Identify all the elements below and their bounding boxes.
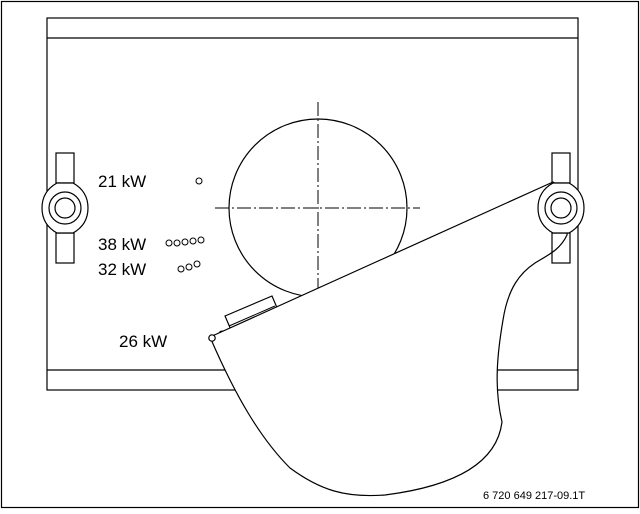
label-32kw: 32 kW <box>98 260 146 279</box>
hole-38kw-3 <box>181 238 189 246</box>
right-nut-hole <box>550 197 572 219</box>
label-26kw: 26 kW <box>119 332 167 351</box>
label-21kw: 21 kW <box>98 172 146 191</box>
hole-32kw-2 <box>185 263 193 271</box>
hole-32kw-3 <box>193 260 201 268</box>
right-nut-body <box>537 182 585 234</box>
left-wing-nut <box>41 152 89 264</box>
jet-holes <box>165 177 226 338</box>
hole-38kw-4 <box>189 237 197 245</box>
hole-38kw-1 <box>165 239 173 247</box>
right-wing-nut <box>537 152 585 264</box>
hole-38kw-5 <box>197 236 205 244</box>
left-clamp-top <box>55 152 75 184</box>
clip-inner-line <box>228 305 276 327</box>
left-clamp-bottom <box>55 232 75 264</box>
right-nut-ring <box>544 191 578 225</box>
hole-32kw-1 <box>177 265 185 273</box>
hole-38kw-2 <box>173 239 181 247</box>
left-nut-hole <box>54 197 76 219</box>
left-nut-ring <box>48 191 82 225</box>
hole-21kw <box>195 177 203 185</box>
left-nut-body <box>41 182 89 234</box>
baffle-plate <box>209 181 569 497</box>
label-38kw: 38 kW <box>98 235 146 254</box>
right-clamp-top <box>551 152 571 184</box>
part-number: 6 720 649 217-09.1T <box>483 490 585 502</box>
hole-26kw-1 <box>208 334 216 342</box>
